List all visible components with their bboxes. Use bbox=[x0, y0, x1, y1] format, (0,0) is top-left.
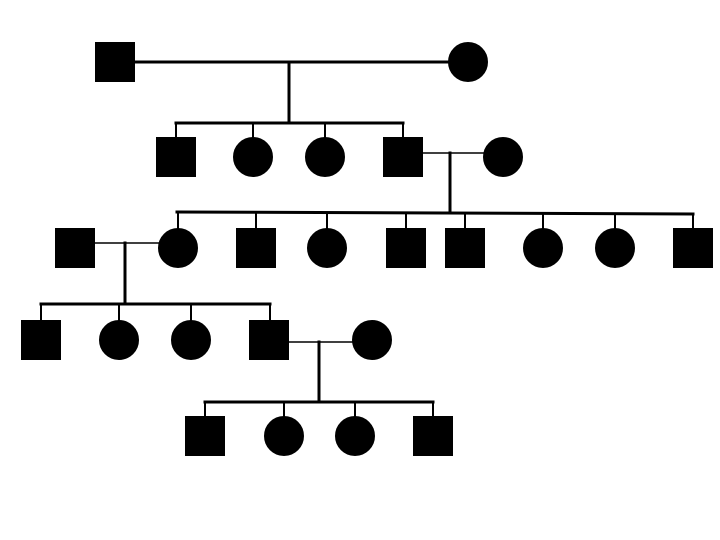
female-circle-icon bbox=[233, 137, 273, 177]
female-circle-icon bbox=[483, 137, 523, 177]
male-square-icon bbox=[236, 228, 276, 268]
male-square-icon bbox=[21, 320, 61, 360]
female-circle-icon bbox=[523, 228, 563, 268]
female-circle-icon bbox=[448, 42, 488, 82]
female-circle-icon bbox=[264, 416, 304, 456]
female-circle-icon bbox=[305, 137, 345, 177]
male-square-icon bbox=[55, 228, 95, 268]
female-circle-icon bbox=[595, 228, 635, 268]
male-square-icon bbox=[445, 228, 485, 268]
female-circle-icon bbox=[99, 320, 139, 360]
female-circle-icon bbox=[171, 320, 211, 360]
pedigree-individuals bbox=[21, 42, 713, 456]
male-square-icon bbox=[185, 416, 225, 456]
male-square-icon bbox=[249, 320, 289, 360]
male-square-icon bbox=[413, 416, 453, 456]
male-square-icon bbox=[673, 228, 713, 268]
male-square-icon bbox=[95, 42, 135, 82]
male-square-icon bbox=[156, 137, 196, 177]
male-square-icon bbox=[383, 137, 423, 177]
female-circle-icon bbox=[307, 228, 347, 268]
sibship-line-gen3 bbox=[175, 210, 695, 216]
female-circle-icon bbox=[335, 416, 375, 456]
female-circle-icon bbox=[352, 320, 392, 360]
pedigree-connectors bbox=[39, 60, 695, 419]
male-square-icon bbox=[386, 228, 426, 268]
female-circle-icon bbox=[158, 228, 198, 268]
